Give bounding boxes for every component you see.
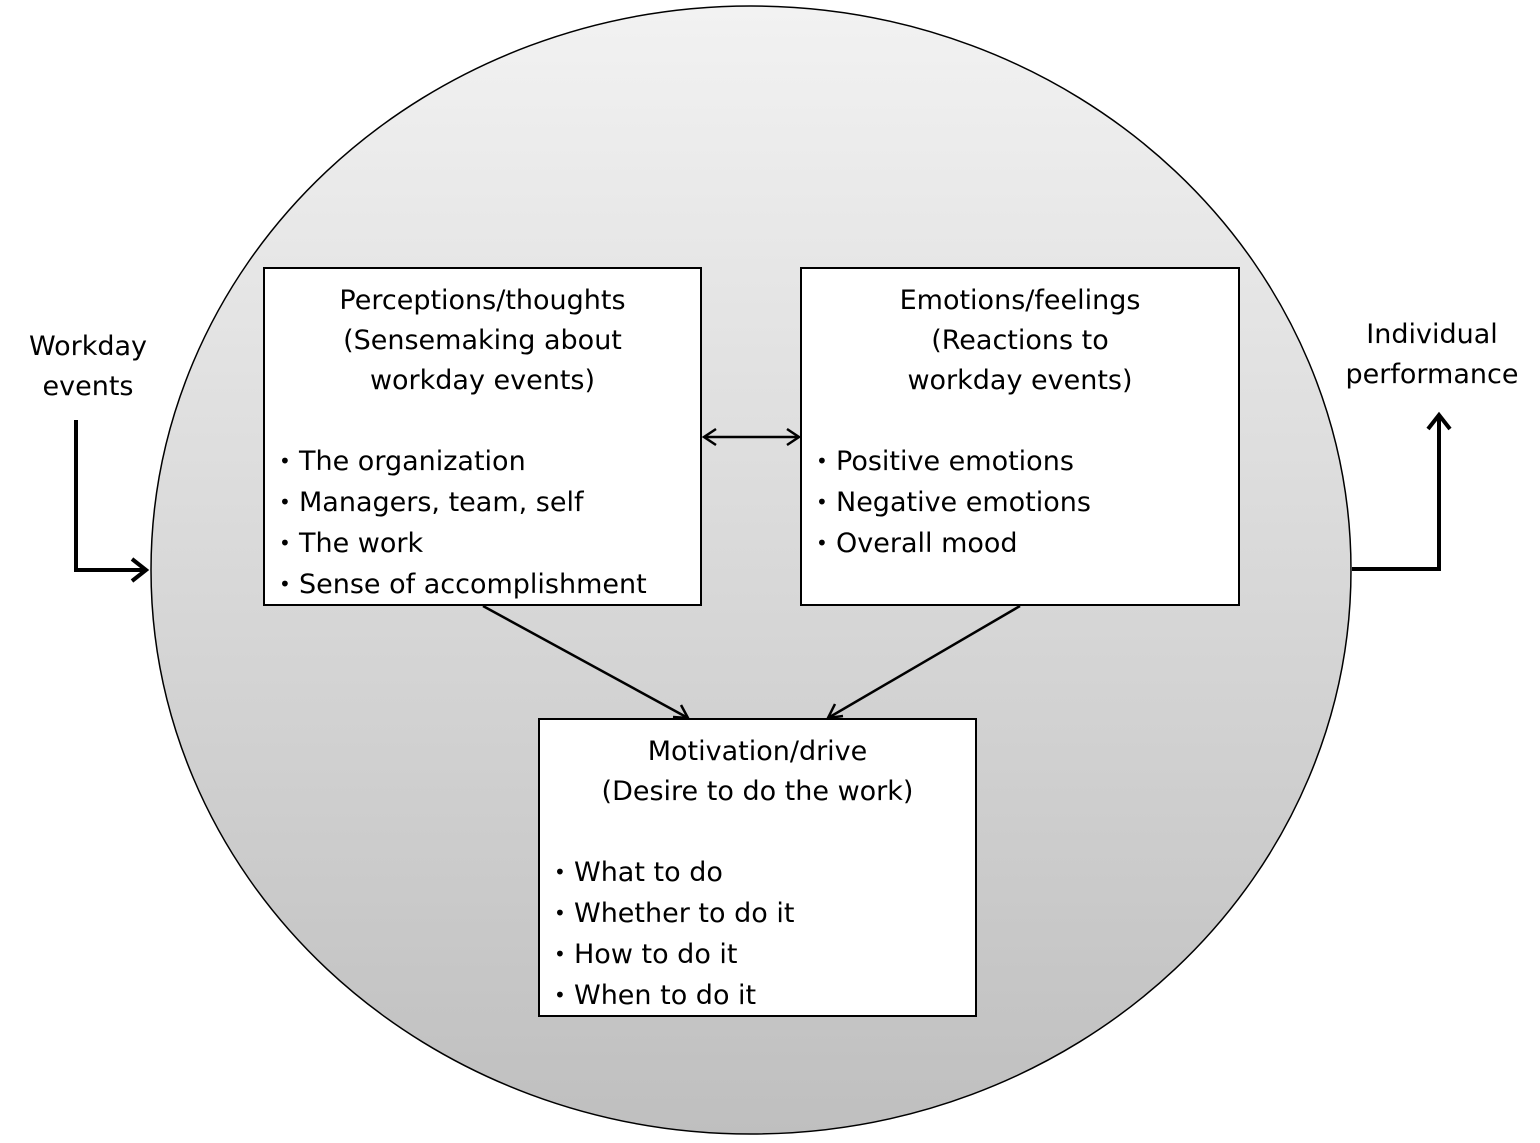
output-arrow-head bbox=[1426, 411, 1452, 431]
emotions-heading: Emotions/feelings (Reactions to workday … bbox=[802, 281, 1238, 401]
perceptions-heading-line: workday events) bbox=[369, 365, 596, 396]
bidirectional-arrow-head-left bbox=[701, 427, 717, 447]
motivation-heading-line: Motivation/drive bbox=[647, 736, 868, 767]
list-item: Whether to do it bbox=[554, 893, 975, 934]
motivation-heading: Motivation/drive (Desire to do the work) bbox=[540, 732, 975, 812]
list-item: The organization bbox=[279, 441, 700, 482]
perceptions-box: Perceptions/thoughts (Sensemaking about … bbox=[263, 267, 702, 606]
perceptions-heading-line: (Sensemaking about bbox=[343, 325, 622, 356]
workday-events-label-line: events bbox=[42, 371, 134, 402]
list-item: Overall mood bbox=[816, 523, 1238, 564]
perceptions-to-motivation-arrow bbox=[482, 604, 689, 720]
input-arrow-head bbox=[130, 557, 150, 583]
list-item: When to do it bbox=[554, 975, 975, 1016]
list-item: Negative emotions bbox=[816, 482, 1238, 523]
individual-performance-label-line: Individual bbox=[1366, 319, 1498, 350]
perceptions-heading: Perceptions/thoughts (Sensemaking about … bbox=[265, 281, 700, 401]
emotions-box: Emotions/feelings (Reactions to workday … bbox=[800, 267, 1240, 606]
motivation-list: What to do Whether to do it How to do it… bbox=[540, 852, 975, 1016]
motivation-box: Motivation/drive (Desire to do the work)… bbox=[538, 718, 977, 1017]
list-item: Sense of accomplishment bbox=[279, 564, 700, 605]
list-item: Positive emotions bbox=[816, 441, 1238, 482]
emotions-heading-line: (Reactions to bbox=[931, 325, 1109, 356]
individual-performance-label: Individual performance bbox=[1342, 315, 1522, 395]
individual-performance-label-line: performance bbox=[1345, 359, 1519, 390]
workday-events-label-line: Workday bbox=[28, 331, 148, 362]
list-item: The work bbox=[279, 523, 700, 564]
emotions-heading-line: workday events) bbox=[907, 365, 1133, 396]
list-item: Managers, team, self bbox=[279, 482, 700, 523]
perceptions-list: The organization Managers, team, self Th… bbox=[265, 441, 700, 605]
emotions-to-motivation-arrow bbox=[827, 604, 1021, 720]
bidirectional-arrow-head-right bbox=[786, 427, 802, 447]
list-item: How to do it bbox=[554, 934, 975, 975]
perceptions-heading-line: Perceptions/thoughts bbox=[339, 285, 626, 316]
motivation-heading-line: (Desire to do the work) bbox=[601, 776, 914, 807]
list-item: What to do bbox=[554, 852, 975, 893]
input-arrow bbox=[74, 420, 146, 572]
workday-events-label: Workday events bbox=[18, 327, 158, 407]
emotions-heading-line: Emotions/feelings bbox=[899, 285, 1141, 316]
emotions-list: Positive emotions Negative emotions Over… bbox=[802, 441, 1238, 564]
output-arrow bbox=[1352, 415, 1441, 571]
